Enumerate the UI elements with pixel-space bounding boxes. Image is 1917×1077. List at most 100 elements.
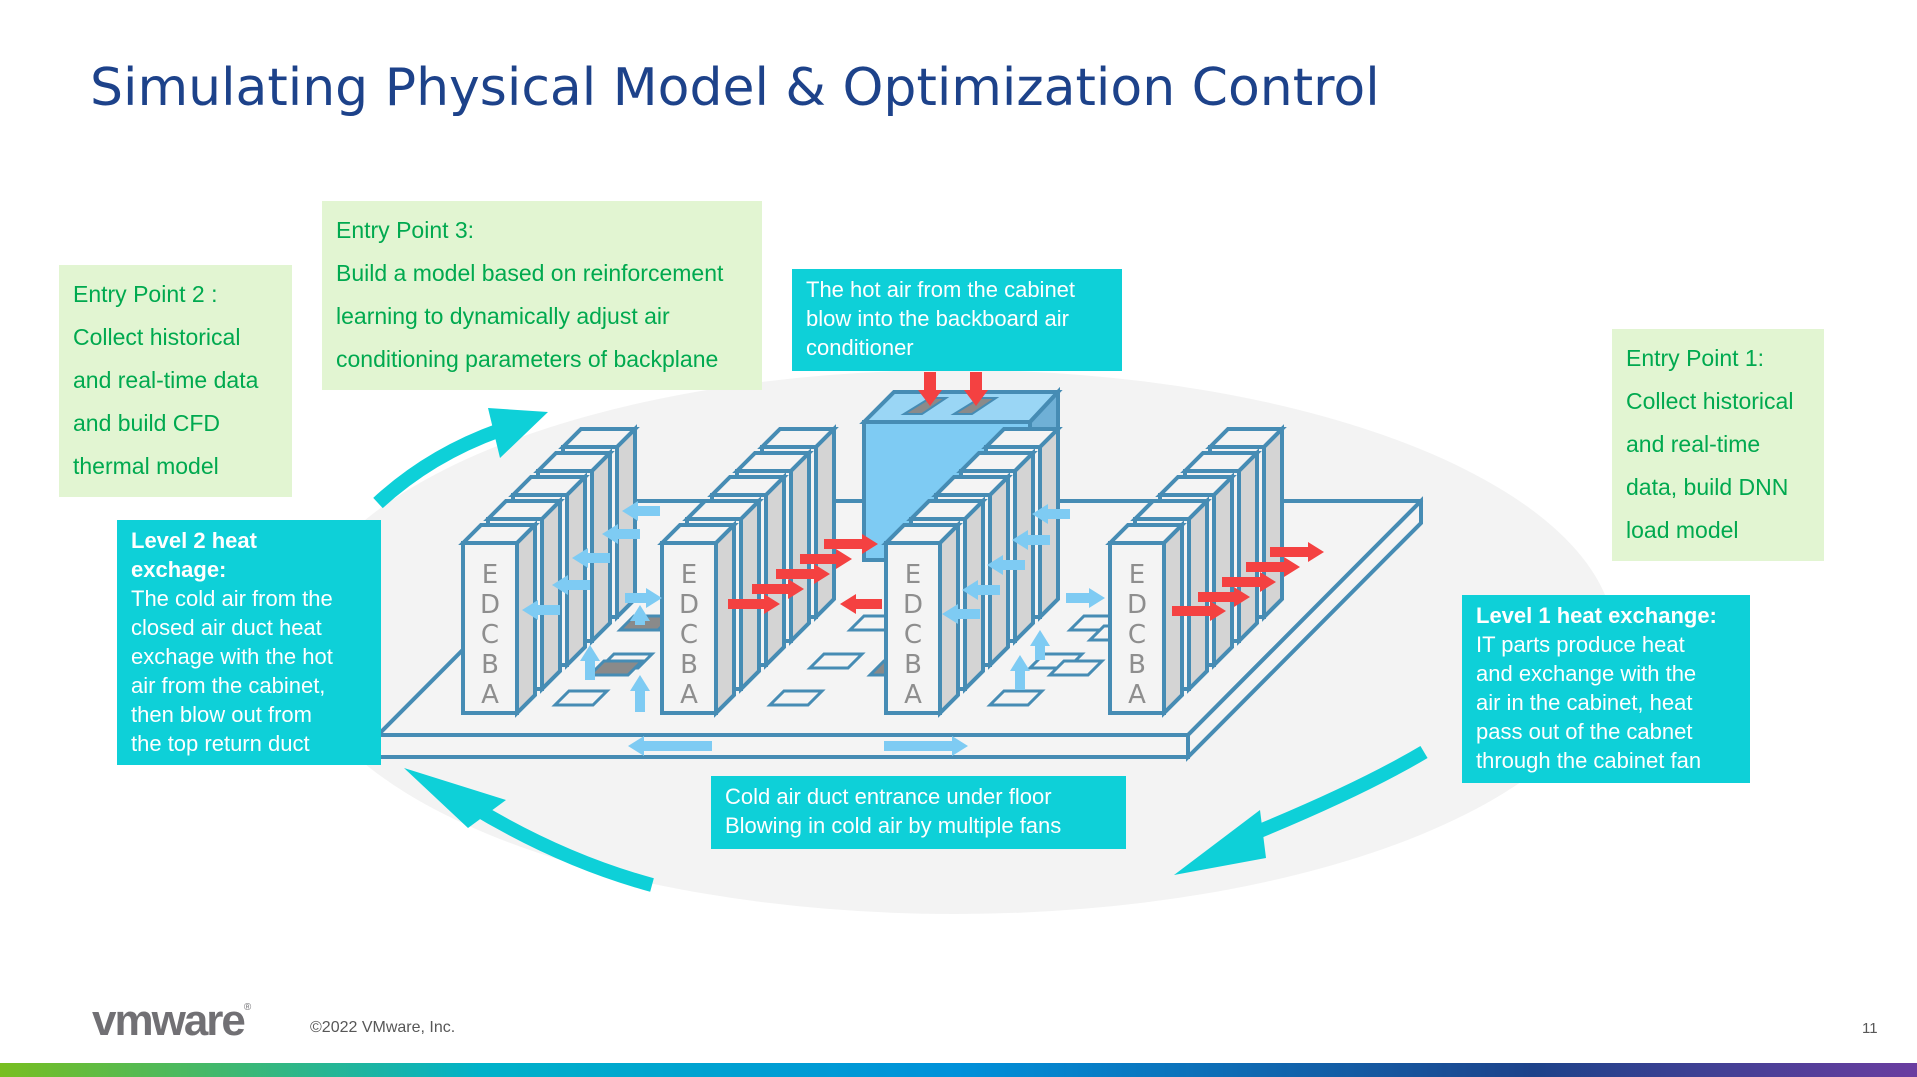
hot-air-callout-line: blow into the backboard air (806, 306, 1069, 331)
vent-tile (551, 689, 611, 707)
hot-air-arrow (728, 594, 780, 614)
duct-arrow-left (628, 736, 712, 756)
entry-point-2-heading: Entry Point 2 : (73, 281, 218, 307)
cold-air-arrow (552, 575, 590, 595)
ac-vent (900, 397, 950, 415)
entry-point-3-line: Build a model based on reinforcement (336, 260, 724, 286)
hot-air-callout-line: conditioner (806, 335, 914, 360)
hot-air-arrow (800, 549, 852, 569)
cabinet-side (615, 424, 637, 622)
hot-air-arrow (824, 534, 878, 554)
cabinet-side (590, 448, 612, 646)
cold-air-up-arrow (1030, 630, 1050, 660)
hot-air-callout: The hot air from the cabinet blow into t… (792, 269, 1122, 371)
entry-point-2-line: and real-time data (73, 367, 259, 393)
entry-point-1-heading: Entry Point 1: (1626, 345, 1765, 371)
rack-label: D (480, 590, 500, 620)
entry-point-1-line: Collect historical (1626, 388, 1794, 414)
cabinet-side (789, 448, 811, 646)
cabinet-side (565, 472, 587, 670)
cabinet-side (1237, 448, 1259, 646)
page-title: Simulating Physical Model & Optimization… (90, 58, 1380, 118)
hot-air-arrow (1222, 572, 1276, 592)
level-2-line: The cold air from the (131, 586, 333, 611)
level-2-line: then blow out from (131, 702, 312, 727)
rack-label: A (481, 680, 499, 710)
rack-label: E (681, 560, 697, 590)
entry-point-1-box: Entry Point 1: Collect historical and re… (1612, 329, 1824, 561)
cold-air-arrow (1066, 588, 1105, 608)
rack-label: A (680, 680, 698, 710)
cabinet-side (1262, 424, 1284, 622)
cold-air-arrow (1032, 504, 1070, 524)
rack-label: C (680, 620, 698, 650)
cycle-arrow-bottom-right (1247, 745, 1428, 842)
rack-label: E (1129, 560, 1145, 590)
cold-air-arrow (987, 555, 1025, 575)
rack-label: E (482, 560, 498, 590)
hot-air-arrow (1172, 601, 1226, 621)
vmware-logo: vmware® (92, 996, 251, 1046)
rack-label: B (1128, 650, 1146, 680)
cabinet-side (714, 520, 736, 718)
cycle-arrow-head (1174, 810, 1266, 875)
cycle-arrow-top-left (373, 423, 503, 509)
floor-side (1186, 496, 1423, 762)
hot-air-arrow (776, 564, 830, 584)
cabinet-side (814, 424, 836, 622)
level-1-line: air in the cabinet, heat (1476, 690, 1693, 715)
level-2-heading: Level 2 heat (131, 528, 257, 553)
cycle-arrow-bottom-left (466, 799, 654, 892)
cold-air-up-arrow (1010, 655, 1030, 690)
entry-point-3-line: conditioning parameters of backplane (336, 346, 719, 372)
level-1-line: and exchange with the (1476, 661, 1697, 686)
cold-air-arrow (572, 548, 610, 568)
level-2-line: air from the cabinet, (131, 673, 326, 698)
floor-front (376, 733, 1190, 759)
cabinet-side (938, 520, 960, 718)
entry-point-1-line: and real-time (1626, 431, 1761, 457)
ac-unit-top (859, 390, 1063, 424)
cycle-arrows (373, 408, 1428, 892)
hot-air-arrow (1246, 557, 1300, 577)
level-2-line: closed air duct heat (131, 615, 322, 640)
rack-label: C (1128, 620, 1146, 650)
level-2-heading-cont: exchage: (131, 557, 227, 582)
cold-air-up-arrow (580, 645, 600, 680)
cycle-arrow-head (404, 768, 506, 828)
rack-label: B (904, 650, 922, 680)
cold-air-up-arrow (630, 675, 650, 712)
entry-point-2-line: and build CFD (73, 410, 221, 436)
hot-air-arrow (840, 594, 882, 614)
entry-point-2-box: Entry Point 2 : Collect historical and r… (59, 265, 292, 497)
cold-air-arrow (625, 588, 662, 608)
rack-label: E (905, 560, 921, 590)
rack-label: D (1127, 590, 1147, 620)
entry-point-1-line: load model (1626, 517, 1739, 543)
cold-air-up-arrow (630, 605, 650, 625)
rack-label: B (481, 650, 499, 680)
level-2-line: the top return duct (131, 731, 310, 756)
cabinet-side (515, 520, 537, 718)
vent-tile (1046, 659, 1106, 677)
airflow-arrows (522, 372, 1324, 756)
level-1-line: IT parts produce heat (1476, 632, 1685, 657)
rack-label: D (903, 590, 923, 620)
cold-air-arrow (622, 501, 660, 521)
level-2-heat-exchange-callout: Level 2 heat exchage: The cold air from … (117, 520, 381, 765)
hot-air-callout-line: The hot air from the cabinet (806, 277, 1076, 302)
vent-tile (586, 659, 646, 677)
vent-tile (766, 689, 826, 707)
hot-air-down-arrow (918, 372, 942, 406)
level-1-heading: Level 1 heat exchange: (1476, 603, 1717, 628)
level-1-heat-exchange-callout: Level 1 heat exchange: IT parts produce … (1462, 595, 1750, 783)
cabinet-side (1212, 472, 1234, 670)
cold-air-duct-callout: Cold air duct entrance under floor Blowi… (711, 776, 1126, 849)
vmware-logo-text: vmware (92, 996, 246, 1045)
level-1-line: pass out of the cabnet (1476, 719, 1693, 744)
entry-point-1-line: data, build DNN (1626, 474, 1789, 500)
rack-label: A (1128, 680, 1146, 710)
hot-air-arrow (752, 579, 804, 599)
